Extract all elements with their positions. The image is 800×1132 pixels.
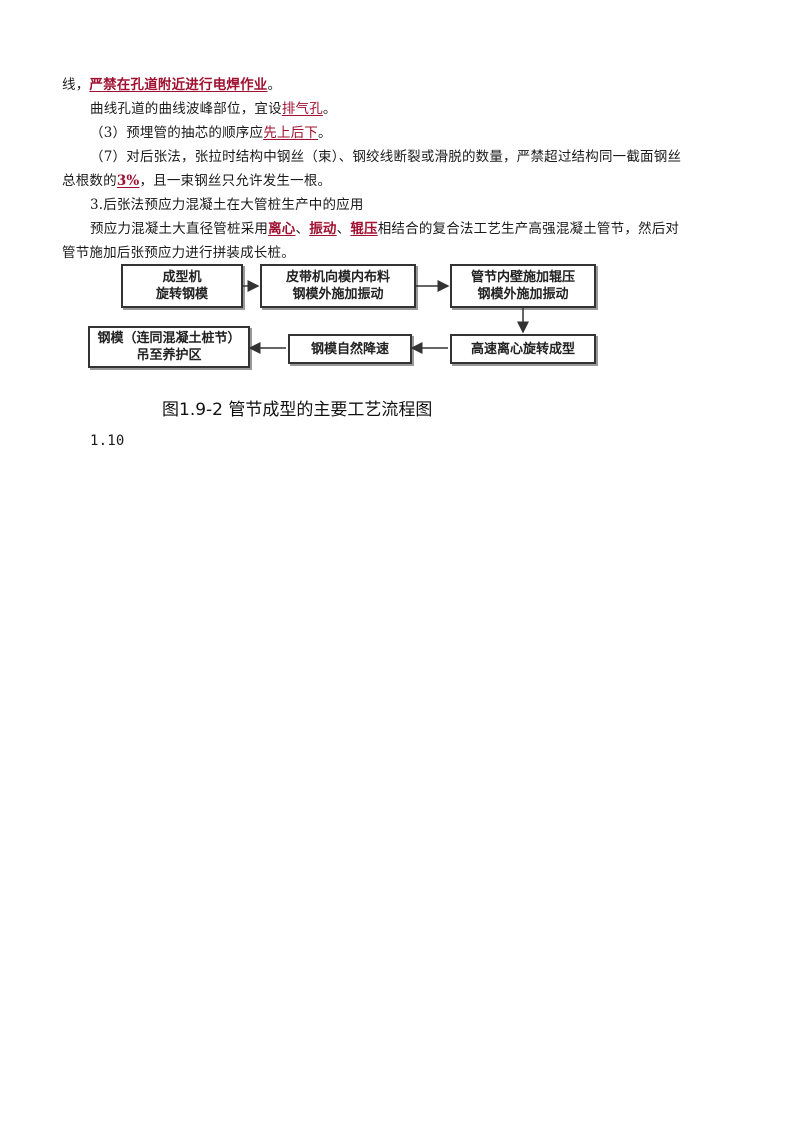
highlighted-term: 振动 [309,221,337,237]
highlighted-term: 辊压 [350,221,378,237]
paragraph-pipe-pile-line1: 预应力混凝土大直径管桩采用离心、振动、辊压相结合的复合法工艺生产高强混凝土管节，… [90,220,679,238]
paragraph-wire-break-line1: （7）对后张法，张拉时结构中钢丝（束）、钢绞线断裂或滑脱的数量，严禁超过结构同一… [90,149,682,165]
box-label-line: 钢模（连同混凝土桩节） [97,331,241,346]
flow-arrows [243,280,529,354]
text: 相结合的复合法工艺生产高强混凝土管节，然后对 [377,221,680,237]
text: 预应力混凝土大直径管桩采用 [90,221,269,237]
highlighted-term: 严禁在孔道附近进行电焊作业 [89,77,268,93]
text: 曲线孔道的曲线波峰部位，宜设 [90,101,282,117]
text: 。 [322,101,337,117]
text: 总根数的 [62,173,117,189]
text: ，且一束钢丝只允许发生一根。 [139,173,332,189]
box-label-line: 管节内壁施加辊压 [470,270,575,285]
flow-box-centrifugal-spinning: 高速离心旋转成型 [450,334,596,364]
highlighted-term: 离心 [268,221,296,237]
text: 。 [267,77,282,93]
box-label-line: 钢模外施加振动 [292,287,384,302]
box-label-line: 高速离心旋转成型 [470,341,575,357]
paragraph-welding-prohibition: 线，严禁在孔道附近进行电焊作业。 [62,76,281,94]
box-label-line: 钢模自然降速 [310,341,389,357]
box-label-line: 旋转钢模 [155,287,208,302]
box-label-line: 皮带机向模内布料 [285,270,390,285]
flow-box-natural-deceleration: 钢模自然降速 [288,334,412,364]
paragraph-pipe-pile-line2: 管节施加后张预应力进行拼装成长桩。 [62,245,295,261]
text: 。 [318,125,332,141]
paragraph-core-extraction: （3）预埋管的抽芯的顺序应先上后下。 [90,124,332,142]
section-title: 3.后张法预应力混凝土在大管桩生产中的应用 [90,197,364,213]
flow-box-roller-compaction: 管节内壁施加辊压 钢模外施加振动 [450,264,596,308]
highlighted-term: 3% [116,173,140,189]
text: 线， [62,77,90,93]
flow-box-belt-feeding: 皮带机向模内布料 钢模外施加振动 [260,264,416,308]
text: （3）预埋管的抽芯的顺序应 [90,125,264,141]
process-flowchart: 成型机 旋转钢模 皮带机向模内布料 钢模外施加振动 管节内壁施加辊压 钢模外施加… [86,260,606,375]
section-number: 1.10 [90,433,125,449]
paragraph-wire-break-line2: 总根数的3%，且一束钢丝只允许发生一根。 [62,172,331,190]
figure-caption: 图1.9-2 管节成型的主要工艺流程图 [162,400,433,420]
box-label-line: 钢模外施加振动 [477,287,569,302]
highlighted-term: 先上后下 [263,125,319,141]
paragraph-vent-hole: 曲线孔道的曲线波峰部位，宜设排气孔。 [90,100,337,118]
box-label-line: 成型机 [162,270,202,285]
highlighted-term: 排气孔 [281,101,323,117]
text: 、 [336,221,351,237]
flow-box-lift-to-curing: 钢模（连同混凝土桩节） 吊至养护区 [88,326,250,368]
flow-box-forming-machine: 成型机 旋转钢模 [121,264,243,308]
box-label-line: 吊至养护区 [136,348,202,363]
text: 、 [295,221,310,237]
